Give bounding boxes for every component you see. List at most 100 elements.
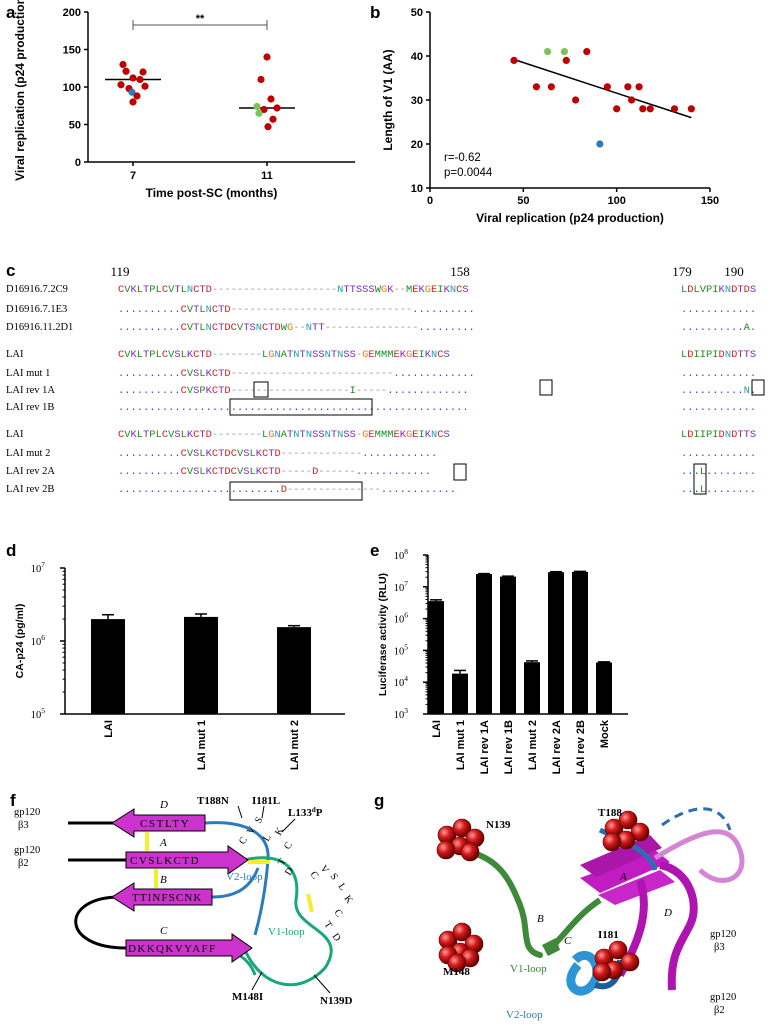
panel-g: g N139 T188 M148 I181 A B C D V1-loop V2… (374, 791, 745, 1021)
v2-sequence: CVSLKCTD (237, 815, 296, 877)
c-highlight-box (751, 379, 765, 396)
panel-b-marks (510, 48, 695, 148)
e-ytick-label: 105 (394, 642, 409, 657)
c-highlight-box (253, 381, 269, 398)
residue-sphere (620, 952, 640, 972)
a-ytick-label: 200 (63, 7, 81, 19)
c-row-name: D16916.7.2C9 (6, 284, 68, 295)
b-point (687, 105, 695, 113)
a-point (128, 88, 136, 96)
e-ytick-label: 108 (394, 547, 409, 562)
v2-letter: C (282, 840, 295, 852)
a-point (263, 53, 271, 61)
b-xtick-label: 0 (427, 195, 433, 207)
d-bar (184, 616, 218, 714)
b-point (560, 48, 569, 56)
sheet-strand-b (598, 870, 675, 905)
c-row-name: LAI (6, 349, 24, 360)
c-row-name: LAI rev 2A (6, 466, 55, 477)
strand-b-seq: TTINFSCNK (132, 892, 202, 904)
residue-spheres (436, 810, 650, 982)
c-row-name: LAI rev 1A (6, 385, 55, 396)
a-point (253, 102, 261, 111)
leader-l133p (281, 818, 296, 833)
strand-d-seq: CSTLTY (140, 818, 190, 830)
a-xtick-label: 7 (130, 170, 136, 182)
c-row-seq: CVKLTPLCVSLKCTD--------LGNATNTNSSNTNSS-G… (118, 429, 450, 441)
c-row-end: ..........A. (681, 322, 756, 334)
g-label-b3-2: β3 (714, 942, 725, 953)
b-ytick-label: 10 (411, 183, 423, 195)
b-point (544, 48, 552, 56)
strand-b-arrow (111, 882, 213, 912)
a-point (136, 75, 144, 84)
c-row-name: D16916.7.1E3 (6, 304, 67, 315)
b-c-connector (74, 895, 127, 950)
g-label-m148: M148 (443, 966, 470, 978)
v2-letter: T (276, 857, 289, 868)
panel-d-label: d (6, 541, 16, 560)
leader-n139d (313, 974, 331, 994)
b-ytick-label: 50 (411, 7, 423, 19)
b-ylabel: Length of V1 (AA) (381, 49, 395, 150)
g-label-v2: V2-loop (506, 1009, 543, 1021)
g-label-c: C (564, 935, 572, 947)
c-highlight-box (229, 398, 373, 416)
g-label-b2-2: β2 (714, 1005, 725, 1016)
residue-sphere (592, 962, 612, 982)
b-regression-line (513, 58, 692, 119)
v2-letter: S (253, 815, 265, 825)
panel-f-label: f (10, 791, 16, 810)
residue-sphere (447, 953, 467, 973)
e-bar (452, 673, 468, 714)
c-row-end: ...L........ (681, 484, 756, 496)
g-label-n139: N139 (486, 819, 511, 831)
g-label-d: D (663, 907, 672, 919)
v1-letter: T (322, 919, 335, 930)
label-v2-loop: V2-loop (226, 871, 263, 883)
e-xtick-label: LAI rev 2A (551, 720, 563, 774)
e-bar (548, 572, 564, 714)
leader-i181l (261, 805, 265, 819)
g-label-a: A (619, 871, 627, 883)
g-label-b2-1: gp120 (710, 992, 736, 1003)
c-row-end: ............ (681, 304, 756, 316)
strand-d-arrow (111, 808, 206, 838)
c-row-name: LAI rev 1B (6, 402, 54, 413)
e-ytick-label: 107 (394, 579, 409, 594)
b-point (624, 83, 632, 91)
c-row-end: LDIIPIDNDTTS (681, 349, 756, 361)
v1-letter: C (332, 907, 345, 919)
d-bar (91, 619, 125, 714)
d-ytick-label: 107 (31, 560, 46, 575)
c-position-179: 179 (672, 264, 692, 279)
c-position-158: 158 (450, 264, 470, 279)
a-ytick-label: 100 (63, 82, 81, 94)
a-point (141, 82, 149, 90)
a-point (267, 95, 275, 103)
b-xtick-label: 50 (517, 195, 529, 207)
c-row-seq: ..........CVTLNCTDCVTSNCTDWG--NTT-------… (118, 322, 475, 334)
v1-letter: K (342, 893, 356, 906)
f-gp120-b2-2: β2 (18, 858, 29, 869)
b-point (572, 96, 580, 104)
e-ytick-label: 104 (394, 674, 409, 689)
residue-sphere (452, 922, 472, 942)
label-m148i: M148I (232, 991, 263, 1003)
c-row-end: ............ (681, 368, 756, 380)
v1-letter: L (336, 881, 349, 892)
panel-c-label: c (6, 261, 15, 280)
residue-sphere (630, 822, 650, 842)
residue-sphere (460, 842, 480, 862)
g-label-v1: V1-loop (510, 963, 547, 975)
c-row-name: LAI mut 2 (6, 448, 50, 459)
residue-sphere (436, 840, 456, 860)
c-row-seq: ..........................D-------------… (118, 484, 456, 496)
e-ylabel: Luciferase activity (RLU) (377, 573, 389, 696)
c-row-name: D16916.11.2D1 (6, 322, 73, 333)
strand-c-seq: DKKQKVYAFF (128, 943, 217, 955)
b-xtick-label: 150 (701, 195, 719, 207)
b-point (510, 56, 518, 64)
